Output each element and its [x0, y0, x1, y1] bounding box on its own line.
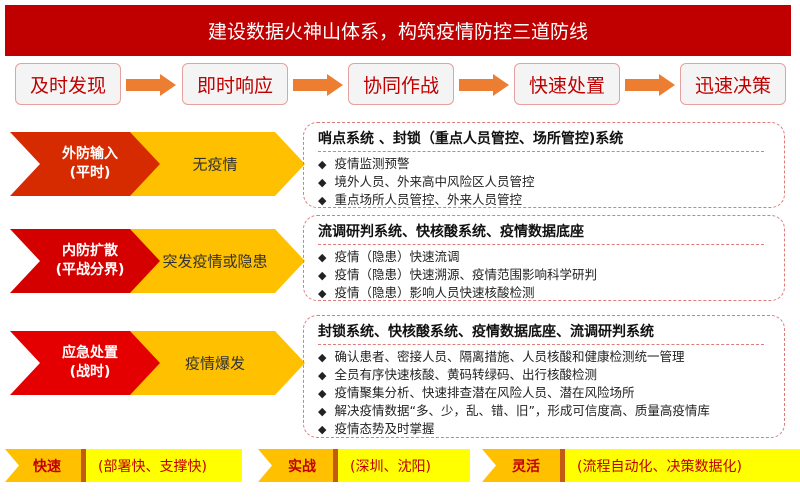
list-item: 疫情态势及时掌握	[318, 420, 774, 438]
system-title: 流调研判系统、快核酸系统、疫情数据底座	[318, 219, 764, 245]
chevron-external-defense: 外防输入 (平时) 无疫情	[10, 132, 310, 196]
page-title: 建设数据火神山体系，构筑疫情防控三道防线	[5, 5, 791, 56]
banner-text: (深圳、沈阳)	[333, 449, 470, 482]
row-sublabel: (平时)	[69, 165, 111, 181]
banner-flexible: 灵活 (流程自动化、决策数据化)	[482, 449, 800, 482]
chevron-emergency: 应急处置 (战时) 疫情爆发	[10, 331, 310, 395]
list-item: 疫情（隐患）快速流调	[318, 248, 774, 266]
list-item: 确认患者、密接人员、隔离措施、人员核酸和健康检测统一管理	[318, 348, 774, 366]
list-item: 疫情（隐患）快速溯源、疫情范围影响科学研判	[318, 266, 774, 284]
step-respond: 即时响应	[182, 63, 288, 105]
list-item: 重点场所人员管控、外来人员管控	[318, 191, 774, 209]
arrow-right-icon	[293, 74, 343, 96]
banner-tag: 实战	[288, 458, 316, 475]
system-box: 封锁系统、快核酸系统、疫情数据底座、流调研判系统 确认患者、密接人员、隔离措施、…	[303, 315, 785, 438]
row-label: 内防扩散	[62, 243, 118, 259]
list-item: 境外人员、外来高中风险区人员管控	[318, 173, 774, 191]
chevron-internal-defense: 内防扩散 (平战分界) 突发疫情或隐患	[10, 229, 310, 293]
list-item: 全员有序快速核酸、黄码转绿码、出行核酸检测	[318, 366, 774, 384]
banner-text: (流程自动化、决策数据化)	[560, 449, 800, 482]
row-state: 疫情爆发	[184, 354, 245, 373]
banner-combat: 实战 (深圳、沈阳)	[258, 449, 470, 482]
arrow-right-icon	[459, 74, 509, 96]
row-label: 外防输入	[62, 146, 118, 162]
list-item: 疫情（隐患）影响人员快速核酸检测	[318, 284, 774, 302]
system-box: 哨点系统 、封锁（重点人员管控、场所管控)系统 疫情监测预警境外人员、外来高中风…	[303, 122, 785, 208]
step-handle: 快速处置	[514, 63, 620, 105]
step-discover: 及时发现	[15, 63, 121, 105]
arrow-right-icon	[625, 74, 675, 96]
step-cooperate: 协同作战	[348, 63, 454, 105]
row-sublabel: (战时)	[69, 364, 111, 380]
row-state: 突发疫情或隐患	[162, 252, 268, 271]
step-decide: 迅速决策	[680, 63, 786, 105]
row-sublabel: (平战分界)	[55, 262, 125, 278]
row-label: 应急处置	[62, 345, 118, 361]
row-state: 无疫情	[192, 155, 238, 174]
banner-tag: 快速	[33, 458, 61, 475]
system-title: 封锁系统、快核酸系统、疫情数据底座、流调研判系统	[318, 319, 764, 345]
system-box: 流调研判系统、快核酸系统、疫情数据底座 疫情（隐患）快速流调疫情（隐患）快速溯源…	[303, 215, 785, 301]
banner-text: (部署快、支撑快)	[81, 449, 242, 482]
list-item: 疫情聚集分析、快速排查潜在风险人员、潜在风险场所	[318, 384, 774, 402]
arrow-right-icon	[126, 74, 176, 96]
list-item: 解决疫情数据“多、少，乱、错、旧”，形成可信度高、质量高疫情库	[318, 402, 774, 420]
banner-fast: 快速 (部署快、支撑快)	[5, 449, 242, 482]
banner-tag: 灵活	[512, 458, 540, 475]
system-title: 哨点系统 、封锁（重点人员管控、场所管控)系统	[318, 126, 764, 152]
list-item: 疫情监测预警	[318, 155, 774, 173]
